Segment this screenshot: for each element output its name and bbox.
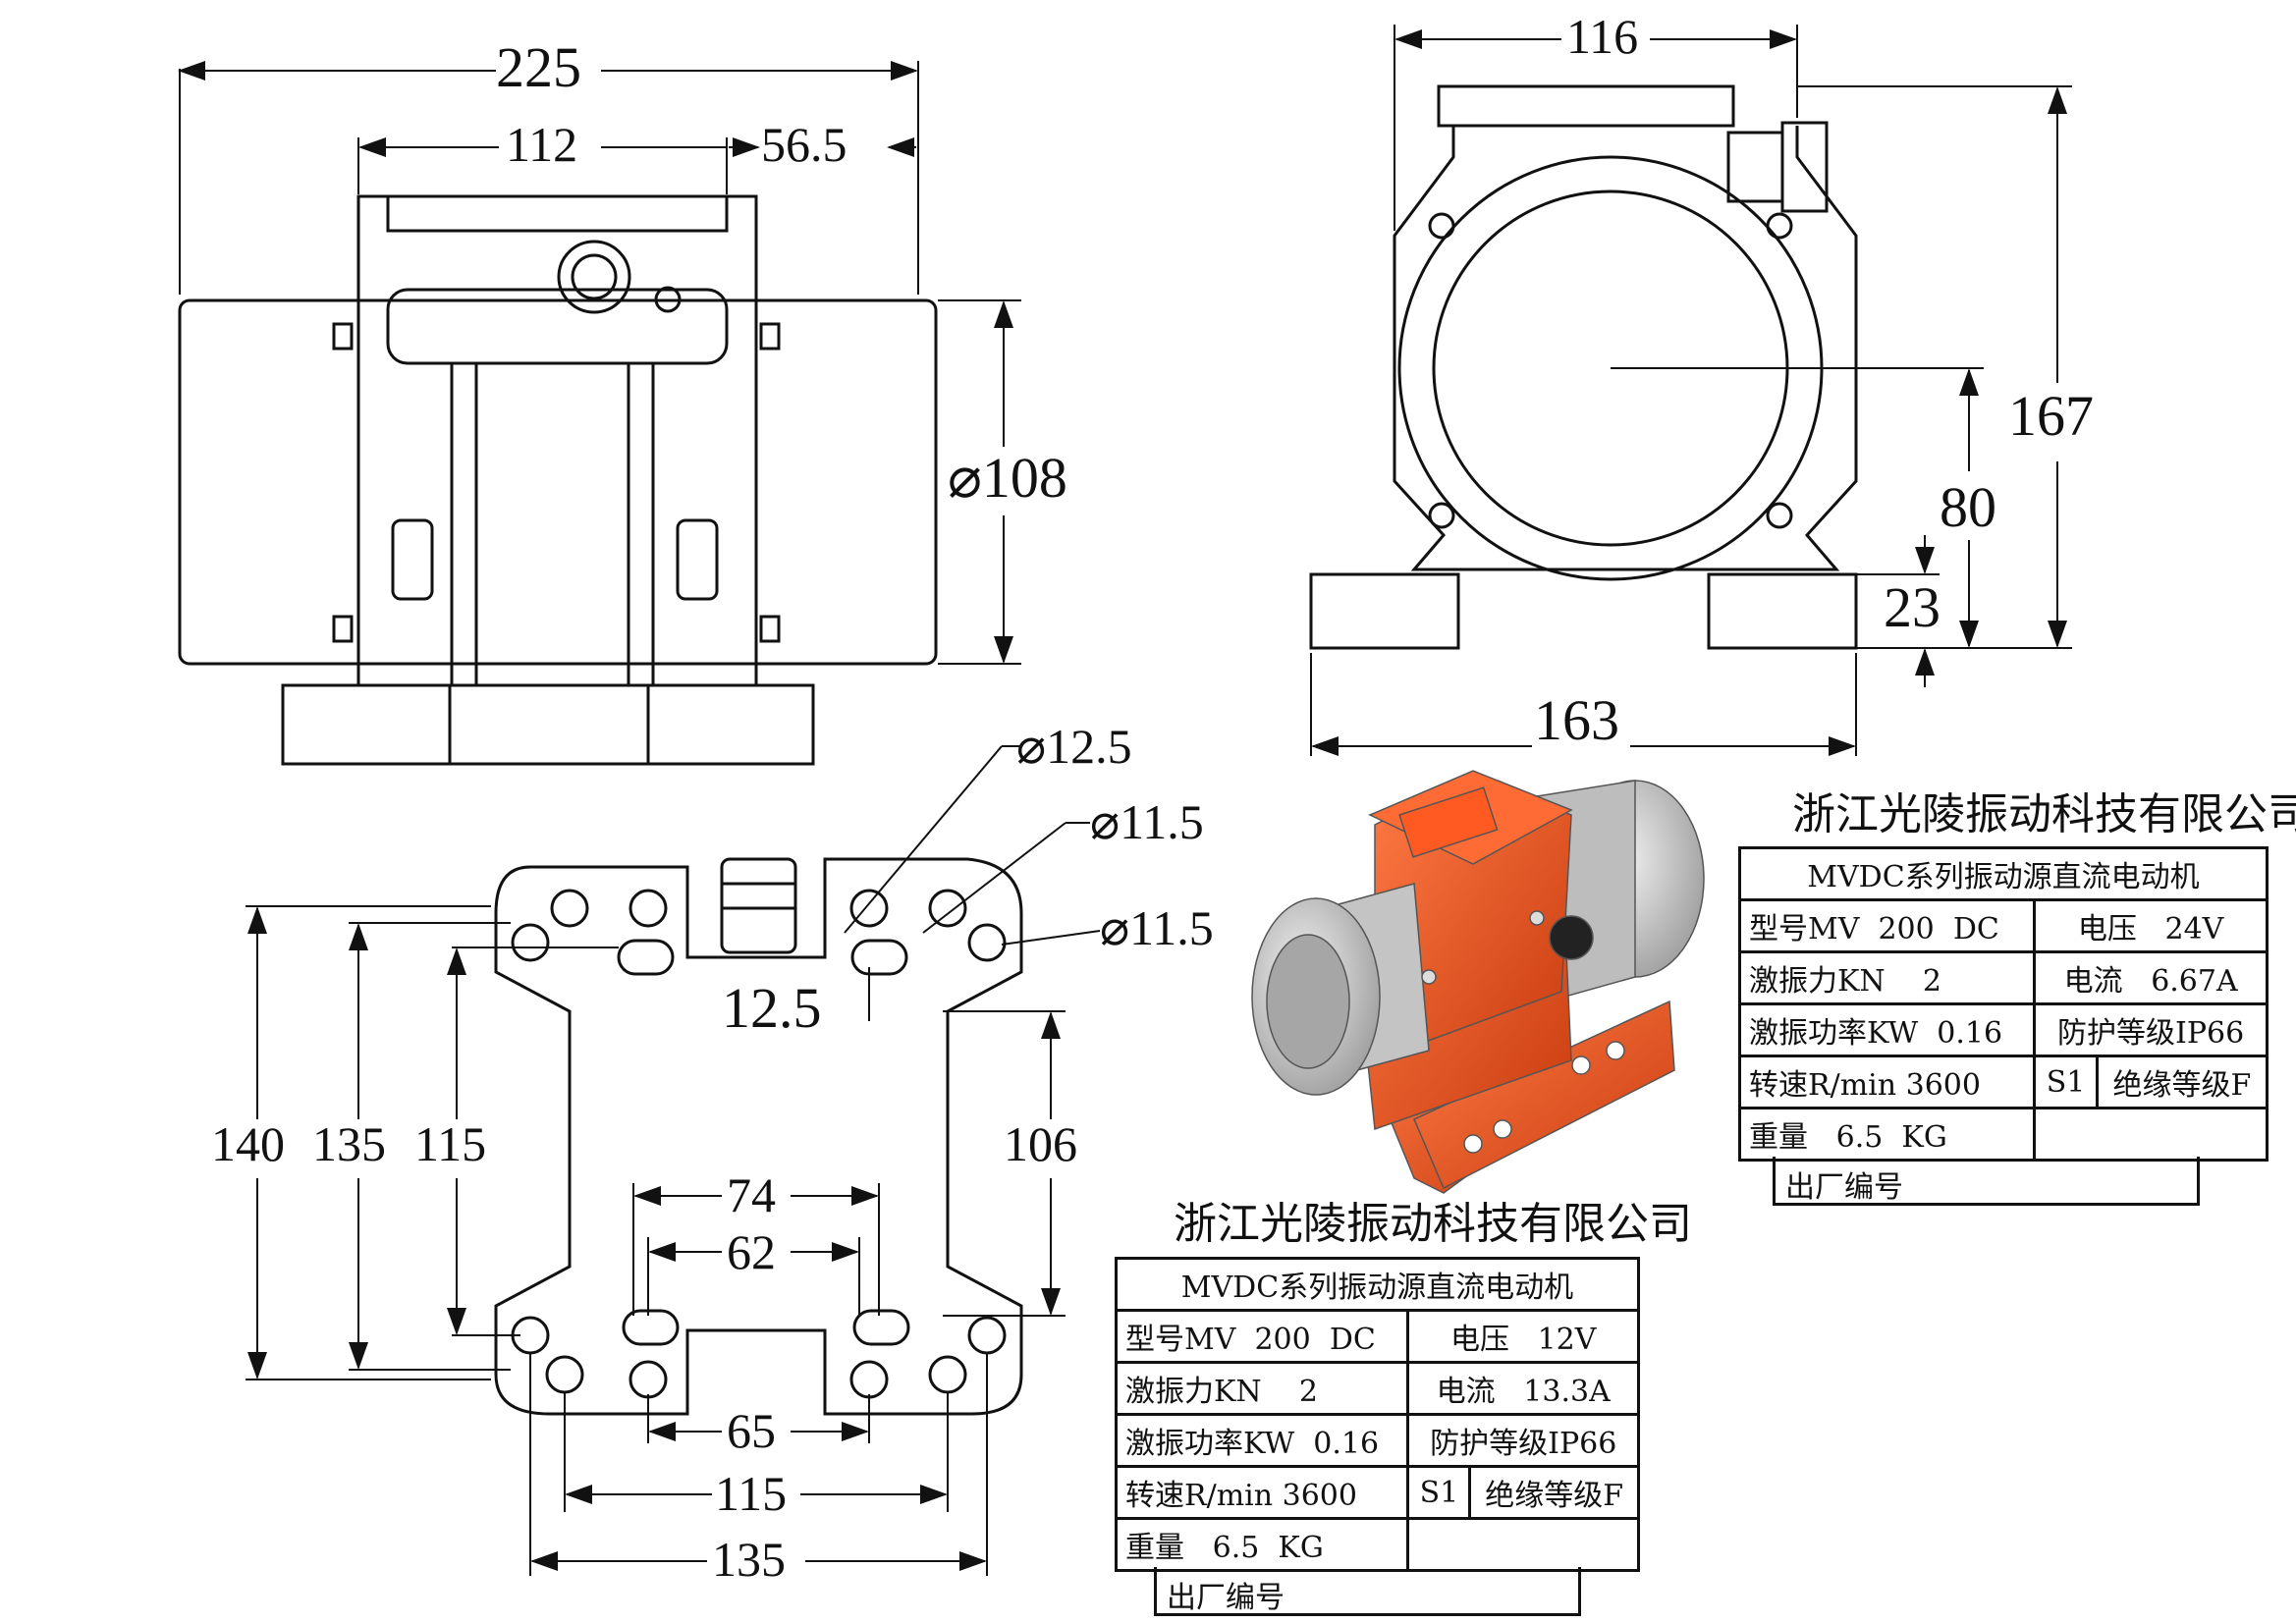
base-view <box>494 857 1023 1416</box>
dim-side-center-height: 80 <box>1940 475 1996 539</box>
dim-front-diameter: ⌀108 <box>948 446 1067 510</box>
dim-base-w-74: 74 <box>727 1167 776 1222</box>
plate1-weight: 重量 6.5 KG <box>1737 1107 2037 1162</box>
plate1-current: 电流 6.67A <box>2033 950 2269 1005</box>
dim-base-w-62: 62 <box>727 1224 776 1279</box>
plate1-series: MVDC系列振动源直流电动机 <box>1738 846 2269 901</box>
plate1-speed: 转速R/min 3600 <box>1737 1055 2037 1109</box>
plate1-power: 激振功率KW 0.16 <box>1737 1002 2037 1057</box>
dim-base-hole-b: ⌀11.5 <box>1090 794 1204 849</box>
dim-front-overall: 225 <box>496 35 581 99</box>
dim-base-len-135: 135 <box>312 1116 386 1171</box>
dim-base-w-135: 135 <box>712 1532 786 1587</box>
dim-front-offset: 56.5 <box>761 117 847 172</box>
dim-base-hole-a: ⌀12.5 <box>1016 719 1132 774</box>
side-foot-right <box>1707 572 1858 650</box>
dim-base-w-115: 115 <box>715 1466 788 1521</box>
plate2-series: MVDC系列振动源直流电动机 <box>1115 1257 1640 1312</box>
plate1-duty: S1 <box>2033 1055 2099 1109</box>
plate2-table: MVDC系列振动源直流电动机 型号MV 200 DC 电压 12V 激振力KN … <box>1114 1257 1640 1572</box>
front-cylinder <box>178 298 938 666</box>
plate1-insulation: 绝缘等级F <box>2095 1055 2269 1109</box>
base-plate-outline <box>494 857 1023 1416</box>
plate2-insulation: 绝缘等级F <box>1468 1465 1640 1520</box>
dim-base-w-65: 65 <box>727 1403 776 1458</box>
front-dimension-lines <box>178 61 1021 665</box>
plate1-blank <box>2033 1107 2269 1162</box>
dim-base-hole-c: ⌀11.5 <box>1100 900 1214 955</box>
plate1-company: 浙江光陵振动科技有限公司 <box>1792 789 2296 839</box>
base-dimension-lines <box>246 745 1101 1576</box>
side-foot-left <box>1309 572 1460 650</box>
side-dimension-lines <box>1310 25 2072 756</box>
plate2-voltage: 电压 12V <box>1406 1309 1640 1364</box>
plate2-protection: 防护等级IP66 <box>1406 1413 1640 1468</box>
dim-base-slot: 12.5 <box>722 976 822 1040</box>
plate2-weight: 重量 6.5 KG <box>1114 1517 1410 1572</box>
plate1-serial: 出厂编号 <box>1773 1157 2200 1206</box>
plate2-speed: 转速R/min 3600 <box>1114 1465 1410 1520</box>
plate1-table: MVDC系列振动源直流电动机 型号MV 200 DC 电压 24V 激振力KN … <box>1737 846 2269 1162</box>
plate2-current: 电流 13.3A <box>1406 1361 1640 1416</box>
dim-side-width: 116 <box>1566 9 1639 64</box>
dim-base-len-140: 140 <box>211 1116 285 1171</box>
plate2-company: 浙江光陵振动科技有限公司 <box>1174 1199 1692 1249</box>
dim-side-base-height: 23 <box>1884 575 1941 639</box>
plate2-blank <box>1406 1517 1640 1572</box>
dim-base-len-106: 106 <box>1004 1116 1077 1171</box>
plate2-force: 激振力KN 2 <box>1114 1361 1410 1416</box>
plate1-force: 激振力KN 2 <box>1737 950 2037 1005</box>
front-view <box>178 194 938 766</box>
dim-front-center: 112 <box>506 117 578 172</box>
dim-base-len-115: 115 <box>414 1116 487 1171</box>
dim-side-base-width: 163 <box>1534 688 1619 752</box>
plate2-power: 激振功率KW 0.16 <box>1114 1413 1410 1468</box>
plate1-model: 型号MV 200 DC <box>1737 898 2037 953</box>
plate1-voltage: 电压 24V <box>2033 898 2269 953</box>
plate1-protection: 防护等级IP66 <box>2033 1002 2269 1057</box>
dim-side-height: 167 <box>2008 384 2094 448</box>
plate2-model: 型号MV 200 DC <box>1114 1309 1410 1364</box>
motor-render <box>1251 770 1705 1194</box>
front-base <box>281 683 815 766</box>
plate2-duty: S1 <box>1406 1465 1472 1520</box>
plate2-serial: 出厂编号 <box>1154 1567 1581 1616</box>
